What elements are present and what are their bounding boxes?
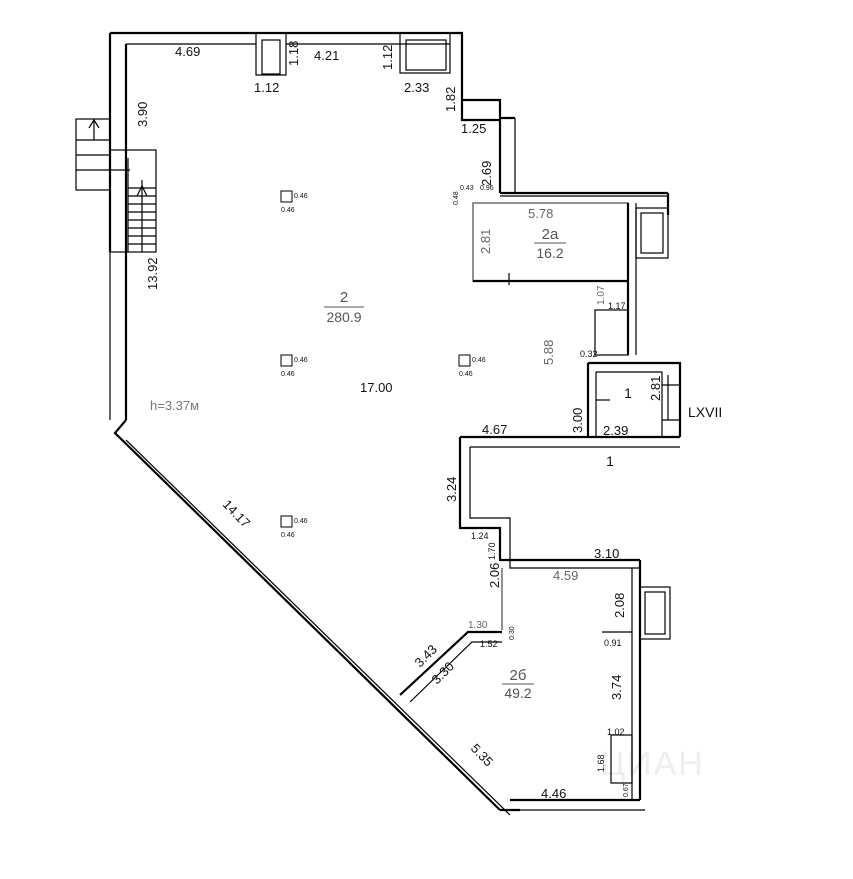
dim-3-00: 3.00 <box>570 408 585 433</box>
column-2 <box>280 354 293 367</box>
dim-4-21: 4.21 <box>314 48 339 63</box>
dim-3-30: 3.30 <box>429 659 458 688</box>
dim-1-02: 1.02 <box>607 727 625 737</box>
dim-14-17: 14.17 <box>220 497 253 531</box>
dim-1-82: 1.82 <box>443 87 458 112</box>
dim-5-88: 5.88 <box>541 340 556 365</box>
column-3-size: 0.46 <box>472 357 486 364</box>
column-1-size-b: 0.46 <box>281 207 295 214</box>
room-2a-number: 2а <box>542 226 559 243</box>
dim-1-25: 1.25 <box>461 121 486 136</box>
dim-4-67: 4.67 <box>482 422 507 437</box>
room-2-number: 2 <box>340 289 348 306</box>
stair-treads <box>110 158 156 252</box>
room-labels: 2 280.9 2а 16.2 2б 49.2 1 1 h=3.37м LXVI… <box>150 226 722 701</box>
dim-5-78: 5.78 <box>528 206 553 221</box>
dim-1-70: 1.70 <box>487 542 497 560</box>
dim-1-30: 1.30 <box>468 620 488 631</box>
room-2b-area: 49.2 <box>504 685 531 701</box>
room-1 <box>586 309 682 437</box>
dim-1-17: 1.17 <box>608 301 626 311</box>
dim-0-30: 0.30 <box>509 626 516 640</box>
dim-13-92: 13.92 <box>145 257 160 290</box>
dim-2-39: 2.39 <box>603 423 628 438</box>
dim-2-33: 2.33 <box>404 80 429 95</box>
main-hall-walls <box>108 31 670 816</box>
dim-2-08: 2.08 <box>612 593 627 618</box>
dim-17-00: 17.00 <box>360 380 393 395</box>
dim-3-10: 3.10 <box>594 546 619 561</box>
dim-1-52: 1.52 <box>480 639 498 649</box>
dim-1-18: 1.18 <box>286 41 301 66</box>
room-1-number: 1 <box>624 385 632 401</box>
column-1 <box>280 190 293 203</box>
dim-2-81-b: 2.81 <box>648 376 663 401</box>
columns: 0.46 0.46 0.46 0.46 0.46 0.46 0.46 0.46 <box>280 190 486 539</box>
section-label: LXVII <box>688 404 722 420</box>
dim-4-69: 4.69 <box>175 44 200 59</box>
dim-2-06: 2.06 <box>487 563 502 588</box>
room-2-area: 280.9 <box>326 309 361 325</box>
ceiling-height: h=3.37м <box>150 398 199 413</box>
dim-0-96: 0.96 <box>480 185 494 192</box>
dim-1-24: 1.24 <box>471 531 489 541</box>
dim-3-24: 3.24 <box>444 477 459 502</box>
dim-3-90: 3.90 <box>135 102 150 127</box>
dim-4-59: 4.59 <box>553 568 578 583</box>
dim-4-46: 4.46 <box>541 786 566 801</box>
dim-1-12-b: 1.12 <box>380 45 395 70</box>
room-2a-area: 16.2 <box>536 245 563 261</box>
corridor-1-number: 1 <box>606 453 614 469</box>
dimensions: 4.69 4.21 1.18 1.12 1.12 2.33 1.82 1.25 … <box>135 41 663 801</box>
dim-0-91: 0.91 <box>604 638 622 648</box>
staircase <box>75 118 157 253</box>
corridor-notch <box>458 435 680 569</box>
column-3-size-b: 0.46 <box>459 371 473 378</box>
room-2b-number: 2б <box>510 667 527 684</box>
dim-0-43: 0.43 <box>460 185 474 192</box>
column-2-size: 0.46 <box>294 357 308 364</box>
column-1-size: 0.46 <box>294 193 308 200</box>
column-4-size-b: 0.46 <box>281 532 295 539</box>
dim-1-12-a: 1.12 <box>254 80 279 95</box>
room-2b <box>399 560 671 800</box>
dim-3-43: 3.43 <box>412 642 441 671</box>
dim-1-68: 1.68 <box>596 754 606 772</box>
watermark: ЦИАН <box>600 745 705 783</box>
column-2-size-b: 0.46 <box>281 371 295 378</box>
dim-2-69: 2.69 <box>479 161 494 186</box>
dim-0-67: 0.67 <box>623 783 630 797</box>
dim-0-32: 0.32 <box>580 349 598 359</box>
dim-1-07: 1.07 <box>596 285 607 305</box>
column-4 <box>280 515 293 528</box>
dim-2-81-a: 2.81 <box>478 229 493 254</box>
column-4-size: 0.46 <box>294 518 308 525</box>
column-3 <box>458 354 471 367</box>
room-2a <box>472 202 669 355</box>
dim-0-48: 0.48 <box>453 191 460 205</box>
dim-3-74: 3.74 <box>609 675 624 700</box>
dim-5-35: 5.35 <box>468 741 496 770</box>
